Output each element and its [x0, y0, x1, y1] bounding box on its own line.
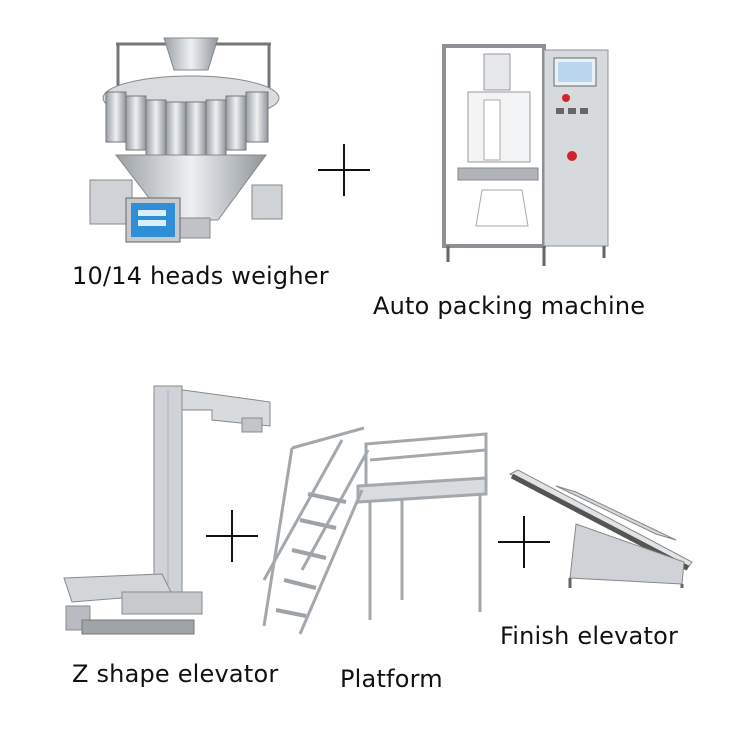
z-elevator-label: Z shape elevator — [72, 660, 279, 688]
weigher-label: 10/14 heads weigher — [72, 262, 329, 290]
plus-icon — [206, 510, 258, 562]
finish-elevator-label: Finish elevator — [500, 622, 679, 650]
multihead-weigher-icon — [86, 30, 296, 250]
work-platform-icon — [258, 420, 498, 640]
plus-icon — [318, 144, 370, 196]
z-shape-elevator-icon — [62, 380, 274, 644]
vertical-packing-machine-icon — [438, 40, 614, 272]
plus-icon — [498, 516, 550, 568]
platform-label: Platform — [340, 665, 443, 693]
finish-conveyor-icon — [506, 466, 698, 590]
packer-label: Auto packing machine — [373, 292, 646, 320]
